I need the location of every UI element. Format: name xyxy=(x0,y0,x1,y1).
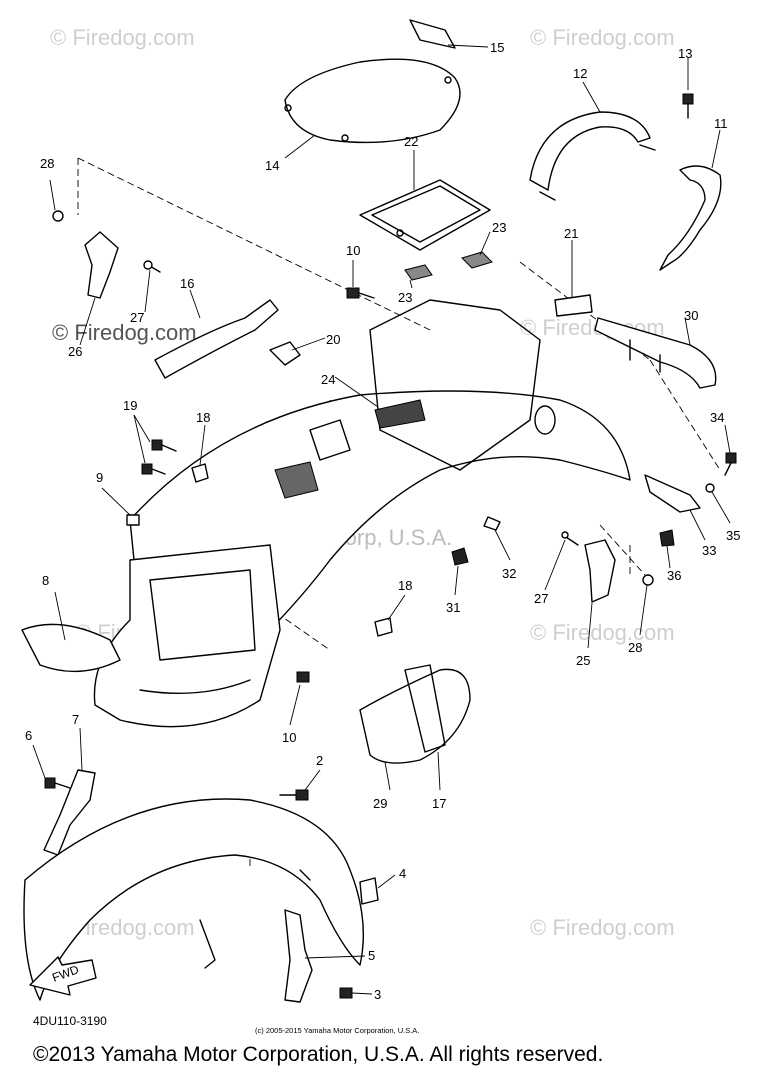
callout-24: 24 xyxy=(321,372,335,387)
watermark: © Firedog.com xyxy=(50,25,195,50)
watermark: © Firedog.com xyxy=(530,620,675,645)
callout-27: 27 xyxy=(130,310,144,325)
callout-3: 3 xyxy=(374,987,381,1002)
callout-15: 15 xyxy=(490,40,504,55)
callout-4: 4 xyxy=(399,866,406,881)
callout-11: 11 xyxy=(714,116,728,131)
callout-29: 29 xyxy=(373,796,387,811)
callout-21: 21 xyxy=(564,226,578,241)
part-14-cover xyxy=(284,58,461,144)
part-7-stay xyxy=(43,769,96,856)
fwd-arrow-icon: FWD xyxy=(29,956,97,996)
callout-12: 12 xyxy=(573,66,587,81)
part-12-grab-rail xyxy=(529,111,656,201)
inner-fender xyxy=(93,544,281,728)
part-15-strip xyxy=(409,19,456,49)
part-22-tray xyxy=(359,179,491,251)
callout-34: 34 xyxy=(710,410,724,425)
part-20-clip xyxy=(269,341,301,366)
callout-2: 2 xyxy=(316,753,323,768)
callout-26: 26 xyxy=(68,344,82,359)
part-19-bolt xyxy=(141,439,177,475)
callout-14: 14 xyxy=(265,158,279,173)
part-8-flap xyxy=(21,623,121,673)
part-9-grommet xyxy=(126,514,140,526)
part-11-bracket xyxy=(659,165,722,271)
part-13-bolt xyxy=(682,93,694,119)
callout-22: 22 xyxy=(404,134,418,149)
watermark: © Firedog.com xyxy=(530,25,675,50)
small-copyright: (c) 2005-2015 Yamaha Motor Corporation, … xyxy=(255,1026,419,1035)
callout-23: 23 xyxy=(398,290,412,305)
callout-28: 28 xyxy=(40,156,54,171)
part-16-stay xyxy=(154,299,279,379)
part-26-bracket xyxy=(52,210,161,299)
callout-8: 8 xyxy=(42,573,49,588)
leader-lines xyxy=(32,44,731,995)
part-18-clip xyxy=(191,463,393,637)
callout-23: 23 xyxy=(492,220,506,235)
lower-bolts xyxy=(279,671,379,905)
hardware-far-right xyxy=(644,452,737,547)
callout-13: 13 xyxy=(678,46,692,61)
callout-10: 10 xyxy=(346,243,360,258)
callout-25: 25 xyxy=(576,653,590,668)
callout-20: 20 xyxy=(326,332,340,347)
part-29-cover xyxy=(359,664,471,764)
callout-7: 7 xyxy=(72,712,79,727)
callout-16: 16 xyxy=(180,276,194,291)
callout-6: 6 xyxy=(25,728,32,743)
callout-9: 9 xyxy=(96,470,103,485)
part-21-block xyxy=(554,294,593,317)
part-30-bracket xyxy=(594,317,717,389)
callout-18: 18 xyxy=(196,410,210,425)
callout-31: 31 xyxy=(446,600,460,615)
callout-5: 5 xyxy=(368,948,375,963)
callout-18: 18 xyxy=(398,578,412,593)
hardware-right xyxy=(451,516,654,603)
callout-19: 19 xyxy=(123,398,137,413)
callout-32: 32 xyxy=(502,566,516,581)
callout-27: 27 xyxy=(534,591,548,606)
part-23-pad xyxy=(404,251,493,281)
callout-33: 33 xyxy=(702,543,716,558)
callout-30: 30 xyxy=(684,308,698,323)
watermark: © Firedog.com xyxy=(530,915,675,940)
copyright-notice: ©2013 Yamaha Motor Corporation, U.S.A. A… xyxy=(33,1043,604,1066)
callouts: 15 14 13 12 11 28 22 23 23 10 21 27 16 2… xyxy=(25,40,740,1002)
callout-36: 36 xyxy=(667,568,681,583)
part-10-bolt xyxy=(346,287,375,299)
callout-35: 35 xyxy=(726,528,740,543)
callout-10: 10 xyxy=(282,730,296,745)
callout-17: 17 xyxy=(432,796,446,811)
diagram-code: 4DU110-3190 xyxy=(33,1014,107,1028)
callout-28: 28 xyxy=(628,640,642,655)
watermark: © Firedog.com xyxy=(52,320,197,345)
